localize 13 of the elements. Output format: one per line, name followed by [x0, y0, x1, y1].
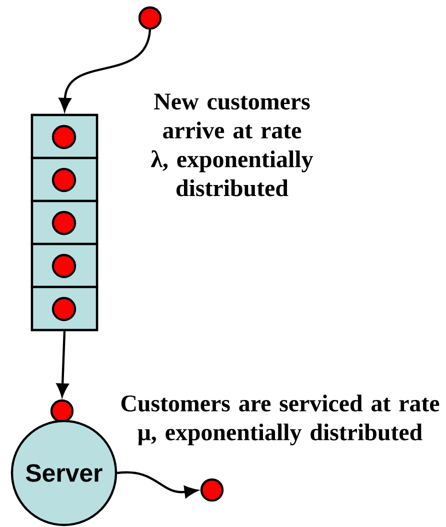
dot — [52, 124, 76, 150]
dot — [52, 168, 76, 192]
dot — [50, 399, 74, 423]
arrow — [58, 29, 152, 112]
note-text: Customers are serviced at rate μ, exponentially distributed — [121, 394, 440, 446]
dot — [52, 254, 76, 278]
dot — [200, 478, 224, 502]
note-text: New customers arrive at rate λ, exponentially distributed — [151, 94, 314, 196]
arrow — [56, 331, 69, 397]
dot — [52, 210, 76, 236]
arrow — [117, 471, 198, 498]
dot — [138, 6, 162, 30]
dot — [52, 296, 76, 322]
